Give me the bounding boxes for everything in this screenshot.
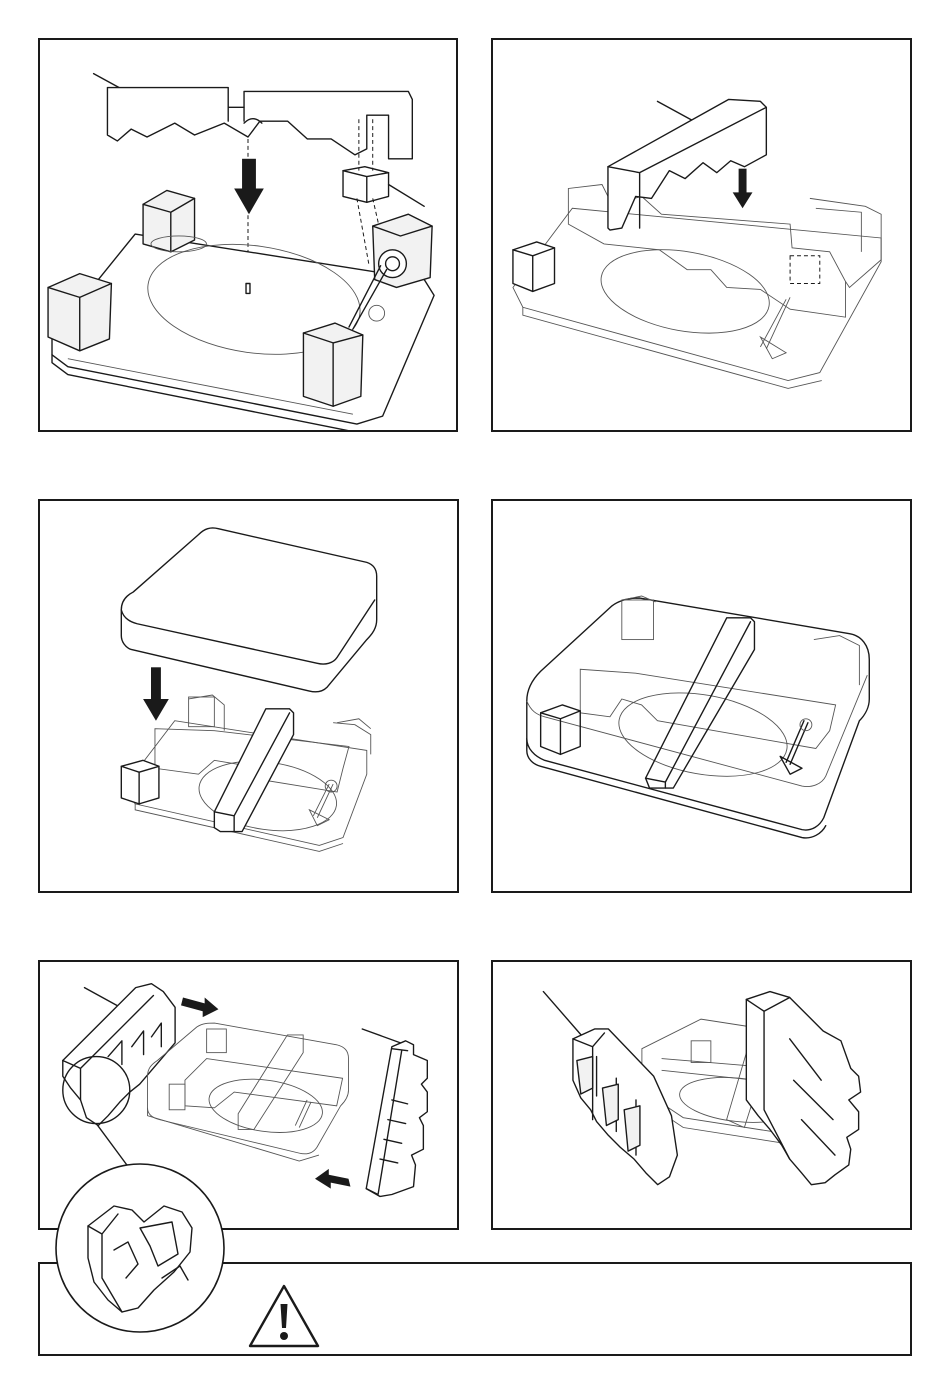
step-1-illustration [40, 40, 456, 430]
step-3-panel [38, 499, 459, 893]
step-6-panel [491, 960, 912, 1230]
step-6-illustration [493, 962, 910, 1228]
warning-triangle-icon [246, 1282, 322, 1350]
step-4-panel [491, 499, 912, 893]
step-4-illustration [493, 501, 910, 891]
zoom-detail-circle [54, 1162, 226, 1334]
step-2-illustration [493, 40, 910, 430]
step-3-illustration [40, 501, 457, 891]
step-1-panel [38, 38, 458, 432]
step-2-panel [491, 38, 912, 432]
